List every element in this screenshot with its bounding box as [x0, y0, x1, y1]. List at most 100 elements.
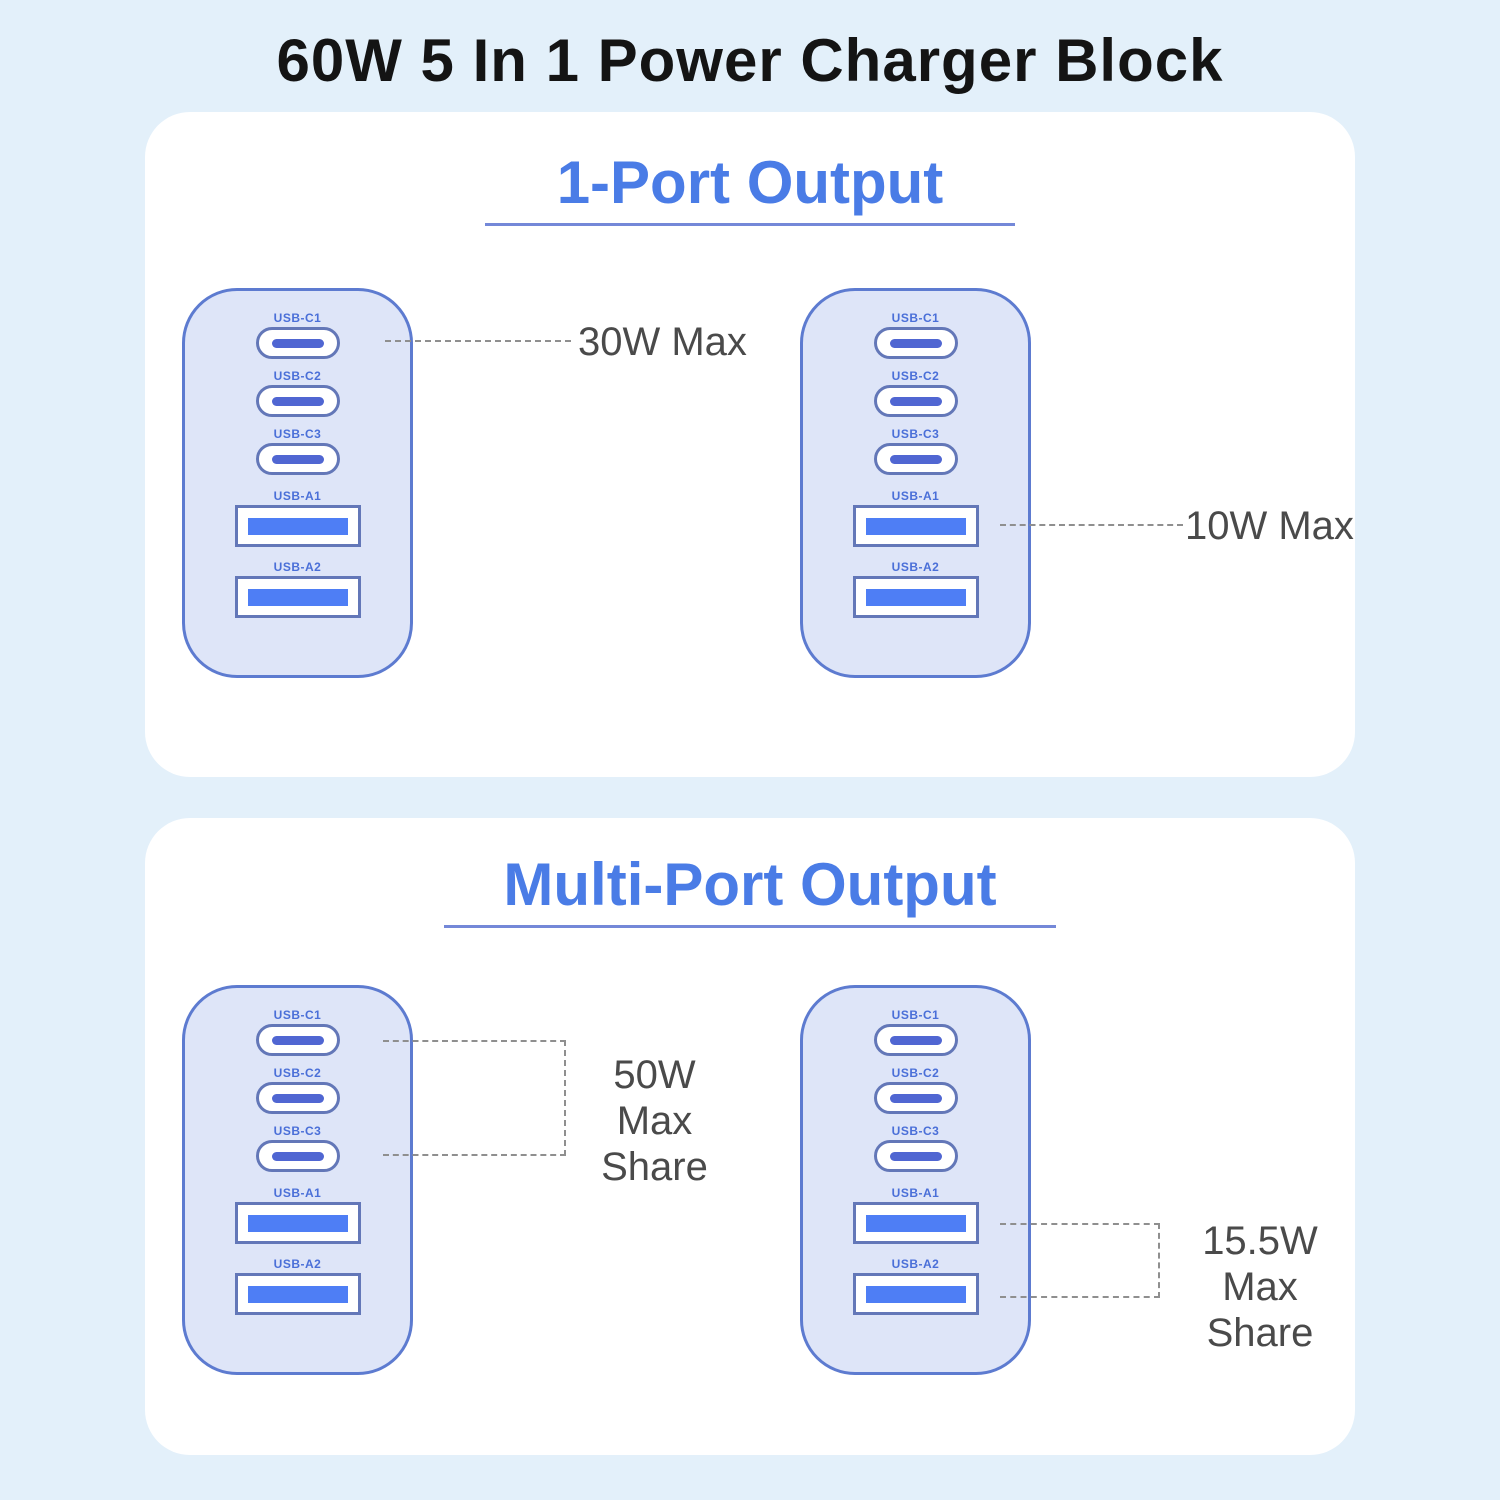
- port-label-usb-c2: USB-C2: [273, 369, 322, 383]
- annotation-usb-c-share-line2: Share: [601, 1145, 708, 1189]
- section-title-one-port: 1-Port Output: [556, 149, 944, 216]
- usb-c-port-usb-c3: [873, 443, 958, 475]
- port-label-usb-c1: USB-C1: [891, 311, 940, 325]
- port-group-usb-c3: USB-C3: [255, 1124, 340, 1172]
- port-label-usb-a2: USB-A2: [891, 1257, 940, 1271]
- port-group-usb-c1: USB-C1: [255, 1008, 340, 1056]
- usb-c-port-usb-c3: [873, 1140, 958, 1172]
- usb-a-port-usb-a1: [234, 505, 361, 547]
- port-pin-bar: [889, 338, 942, 348]
- section-title-multi-port: Multi-Port Output: [503, 851, 997, 918]
- bracket-usb-c-share: [383, 1040, 566, 1156]
- port-group-usb-c2: USB-C2: [255, 369, 340, 417]
- port-pin-bar: [889, 454, 942, 464]
- port-group-usb-a1: USB-A1: [234, 1186, 361, 1244]
- port-group-usb-c3: USB-C3: [255, 427, 340, 475]
- port-group-usb-a2: USB-A2: [852, 560, 979, 618]
- usb-c-port-usb-c2: [873, 1082, 958, 1114]
- annotation-usb-a-share-line1: 15.5W Max: [1202, 1219, 1318, 1309]
- usb-a-port-usb-a1: [852, 505, 979, 547]
- leader-line-10w: [1000, 524, 1183, 526]
- port-pin-bar: [889, 1093, 942, 1103]
- port-label-usb-c3: USB-C3: [273, 1124, 322, 1138]
- port-group-usb-c1: USB-C1: [873, 1008, 958, 1056]
- port-pin-bar: [271, 396, 324, 406]
- port-label-usb-c2: USB-C2: [891, 1066, 940, 1080]
- usb-c-port-usb-c1: [255, 1024, 340, 1056]
- usb-c-port-usb-c1: [873, 1024, 958, 1056]
- port-pin-bar: [865, 517, 966, 535]
- port-pin-bar: [865, 588, 966, 606]
- port-group-usb-c3: USB-C3: [873, 1124, 958, 1172]
- port-pin-bar: [247, 1214, 348, 1232]
- port-label-usb-c1: USB-C1: [891, 1008, 940, 1022]
- annotation-usb-a-share: 15.5W Max Share: [1160, 1218, 1360, 1356]
- usb-a-port-usb-a1: [852, 1202, 979, 1244]
- port-pin-bar: [889, 396, 942, 406]
- leader-line-30w: [385, 340, 571, 342]
- usb-c-port-usb-c2: [255, 1082, 340, 1114]
- port-label-usb-c2: USB-C2: [891, 369, 940, 383]
- port-label-usb-c3: USB-C3: [273, 427, 322, 441]
- bracket-usb-a-share: [1000, 1223, 1160, 1298]
- section-title-underline: [485, 223, 1015, 226]
- port-group-usb-a1: USB-A1: [852, 489, 979, 547]
- port-pin-bar: [271, 454, 324, 464]
- usb-c-port-usb-c2: [873, 385, 958, 417]
- usb-a-port-usb-a2: [852, 576, 979, 618]
- usb-a-port-usb-a1: [234, 1202, 361, 1244]
- port-pin-bar: [889, 1151, 942, 1161]
- port-group-usb-a2: USB-A2: [852, 1257, 979, 1315]
- usb-a-port-usb-a2: [234, 576, 361, 618]
- port-pin-bar: [865, 1285, 966, 1303]
- port-label-usb-a1: USB-A1: [273, 489, 322, 503]
- port-group-usb-a2: USB-A2: [234, 560, 361, 618]
- port-pin-bar: [865, 1214, 966, 1232]
- port-group-usb-a1: USB-A1: [852, 1186, 979, 1244]
- port-label-usb-c1: USB-C1: [273, 311, 322, 325]
- port-label-usb-a1: USB-A1: [891, 1186, 940, 1200]
- usb-c-port-usb-c1: [873, 327, 958, 359]
- port-group-usb-a1: USB-A1: [234, 489, 361, 547]
- port-pin-bar: [247, 517, 348, 535]
- port-label-usb-a2: USB-A2: [273, 560, 322, 574]
- annotation-usb-a-max: 10W Max: [1185, 504, 1354, 548]
- port-group-usb-a2: USB-A2: [234, 1257, 361, 1315]
- usb-c-port-usb-c1: [255, 327, 340, 359]
- port-label-usb-a1: USB-A1: [891, 489, 940, 503]
- port-label-usb-c3: USB-C3: [891, 427, 940, 441]
- annotation-usb-c-max: 30W Max: [578, 320, 747, 364]
- annotation-usb-c-share-line1: 50W Max: [613, 1053, 696, 1143]
- section-title-underline: [444, 925, 1056, 928]
- port-label-usb-c3: USB-C3: [891, 1124, 940, 1138]
- port-label-usb-c2: USB-C2: [273, 1066, 322, 1080]
- port-pin-bar: [247, 1285, 348, 1303]
- annotation-usb-a-share-line2: Share: [1206, 1311, 1314, 1355]
- port-label-usb-a1: USB-A1: [273, 1186, 322, 1200]
- usb-c-port-usb-c2: [255, 385, 340, 417]
- usb-c-port-usb-c3: [255, 1140, 340, 1172]
- port-group-usb-c1: USB-C1: [873, 311, 958, 359]
- port-label-usb-c1: USB-C1: [273, 1008, 322, 1022]
- annotation-usb-c-share: 50W Max Share: [572, 1052, 737, 1190]
- port-group-usb-c2: USB-C2: [873, 1066, 958, 1114]
- usb-c-port-usb-c3: [255, 443, 340, 475]
- page-title: 60W 5 In 1 Power Charger Block: [276, 27, 1224, 94]
- port-group-usb-c2: USB-C2: [873, 369, 958, 417]
- port-pin-bar: [271, 1035, 324, 1045]
- port-group-usb-c2: USB-C2: [255, 1066, 340, 1114]
- port-group-usb-c1: USB-C1: [255, 311, 340, 359]
- port-pin-bar: [247, 588, 348, 606]
- port-pin-bar: [889, 1035, 942, 1045]
- port-pin-bar: [271, 1093, 324, 1103]
- port-pin-bar: [271, 338, 324, 348]
- usb-a-port-usb-a2: [234, 1273, 361, 1315]
- port-label-usb-a2: USB-A2: [891, 560, 940, 574]
- usb-a-port-usb-a2: [852, 1273, 979, 1315]
- port-group-usb-c3: USB-C3: [873, 427, 958, 475]
